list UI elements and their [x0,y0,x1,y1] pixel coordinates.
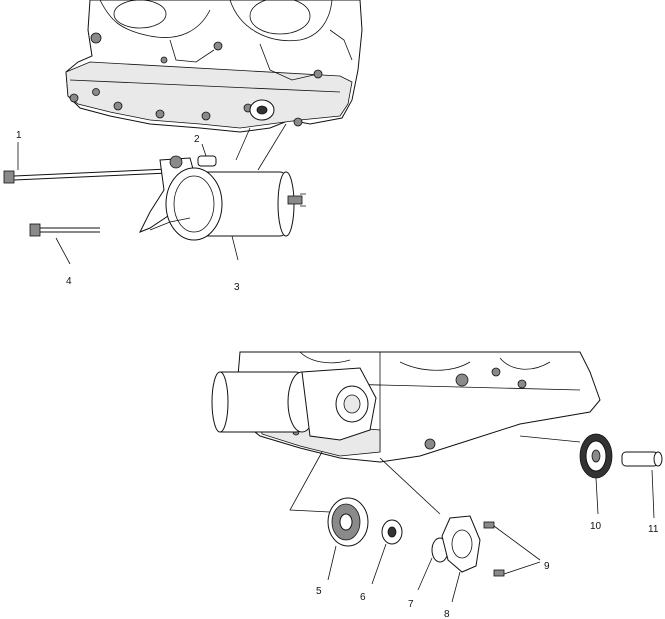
part-8-cover [441,515,481,603]
callout-1: 1 [16,130,22,141]
callout-10: 10 [590,521,602,532]
callout-8: 8 [444,609,450,619]
part-9-cover-bolts [483,521,541,577]
part-11-shaft [621,451,663,519]
callout-4: 4 [66,276,72,287]
callout-7: 7 [408,599,414,610]
callout-2: 2 [194,134,200,145]
callout-6: 6 [360,592,366,603]
part-6-bearing [371,519,403,585]
part-3-starter-motor [138,155,306,261]
part-1-long-bolt [3,142,191,184]
engine-crankcase-bottom [211,351,601,515]
callout-5: 5 [316,586,322,597]
part-7-o-ring [417,537,449,591]
callout-9: 9 [544,561,550,572]
part-10-drive-gear [579,433,613,515]
part-2-dowel-pin [197,143,217,167]
callout-11: 11 [648,524,659,535]
callout-3: 3 [234,282,240,293]
part-5-idler-gear [327,497,369,581]
part-4-short-bolt [29,223,100,265]
engine-crankcase-top [65,0,363,171]
